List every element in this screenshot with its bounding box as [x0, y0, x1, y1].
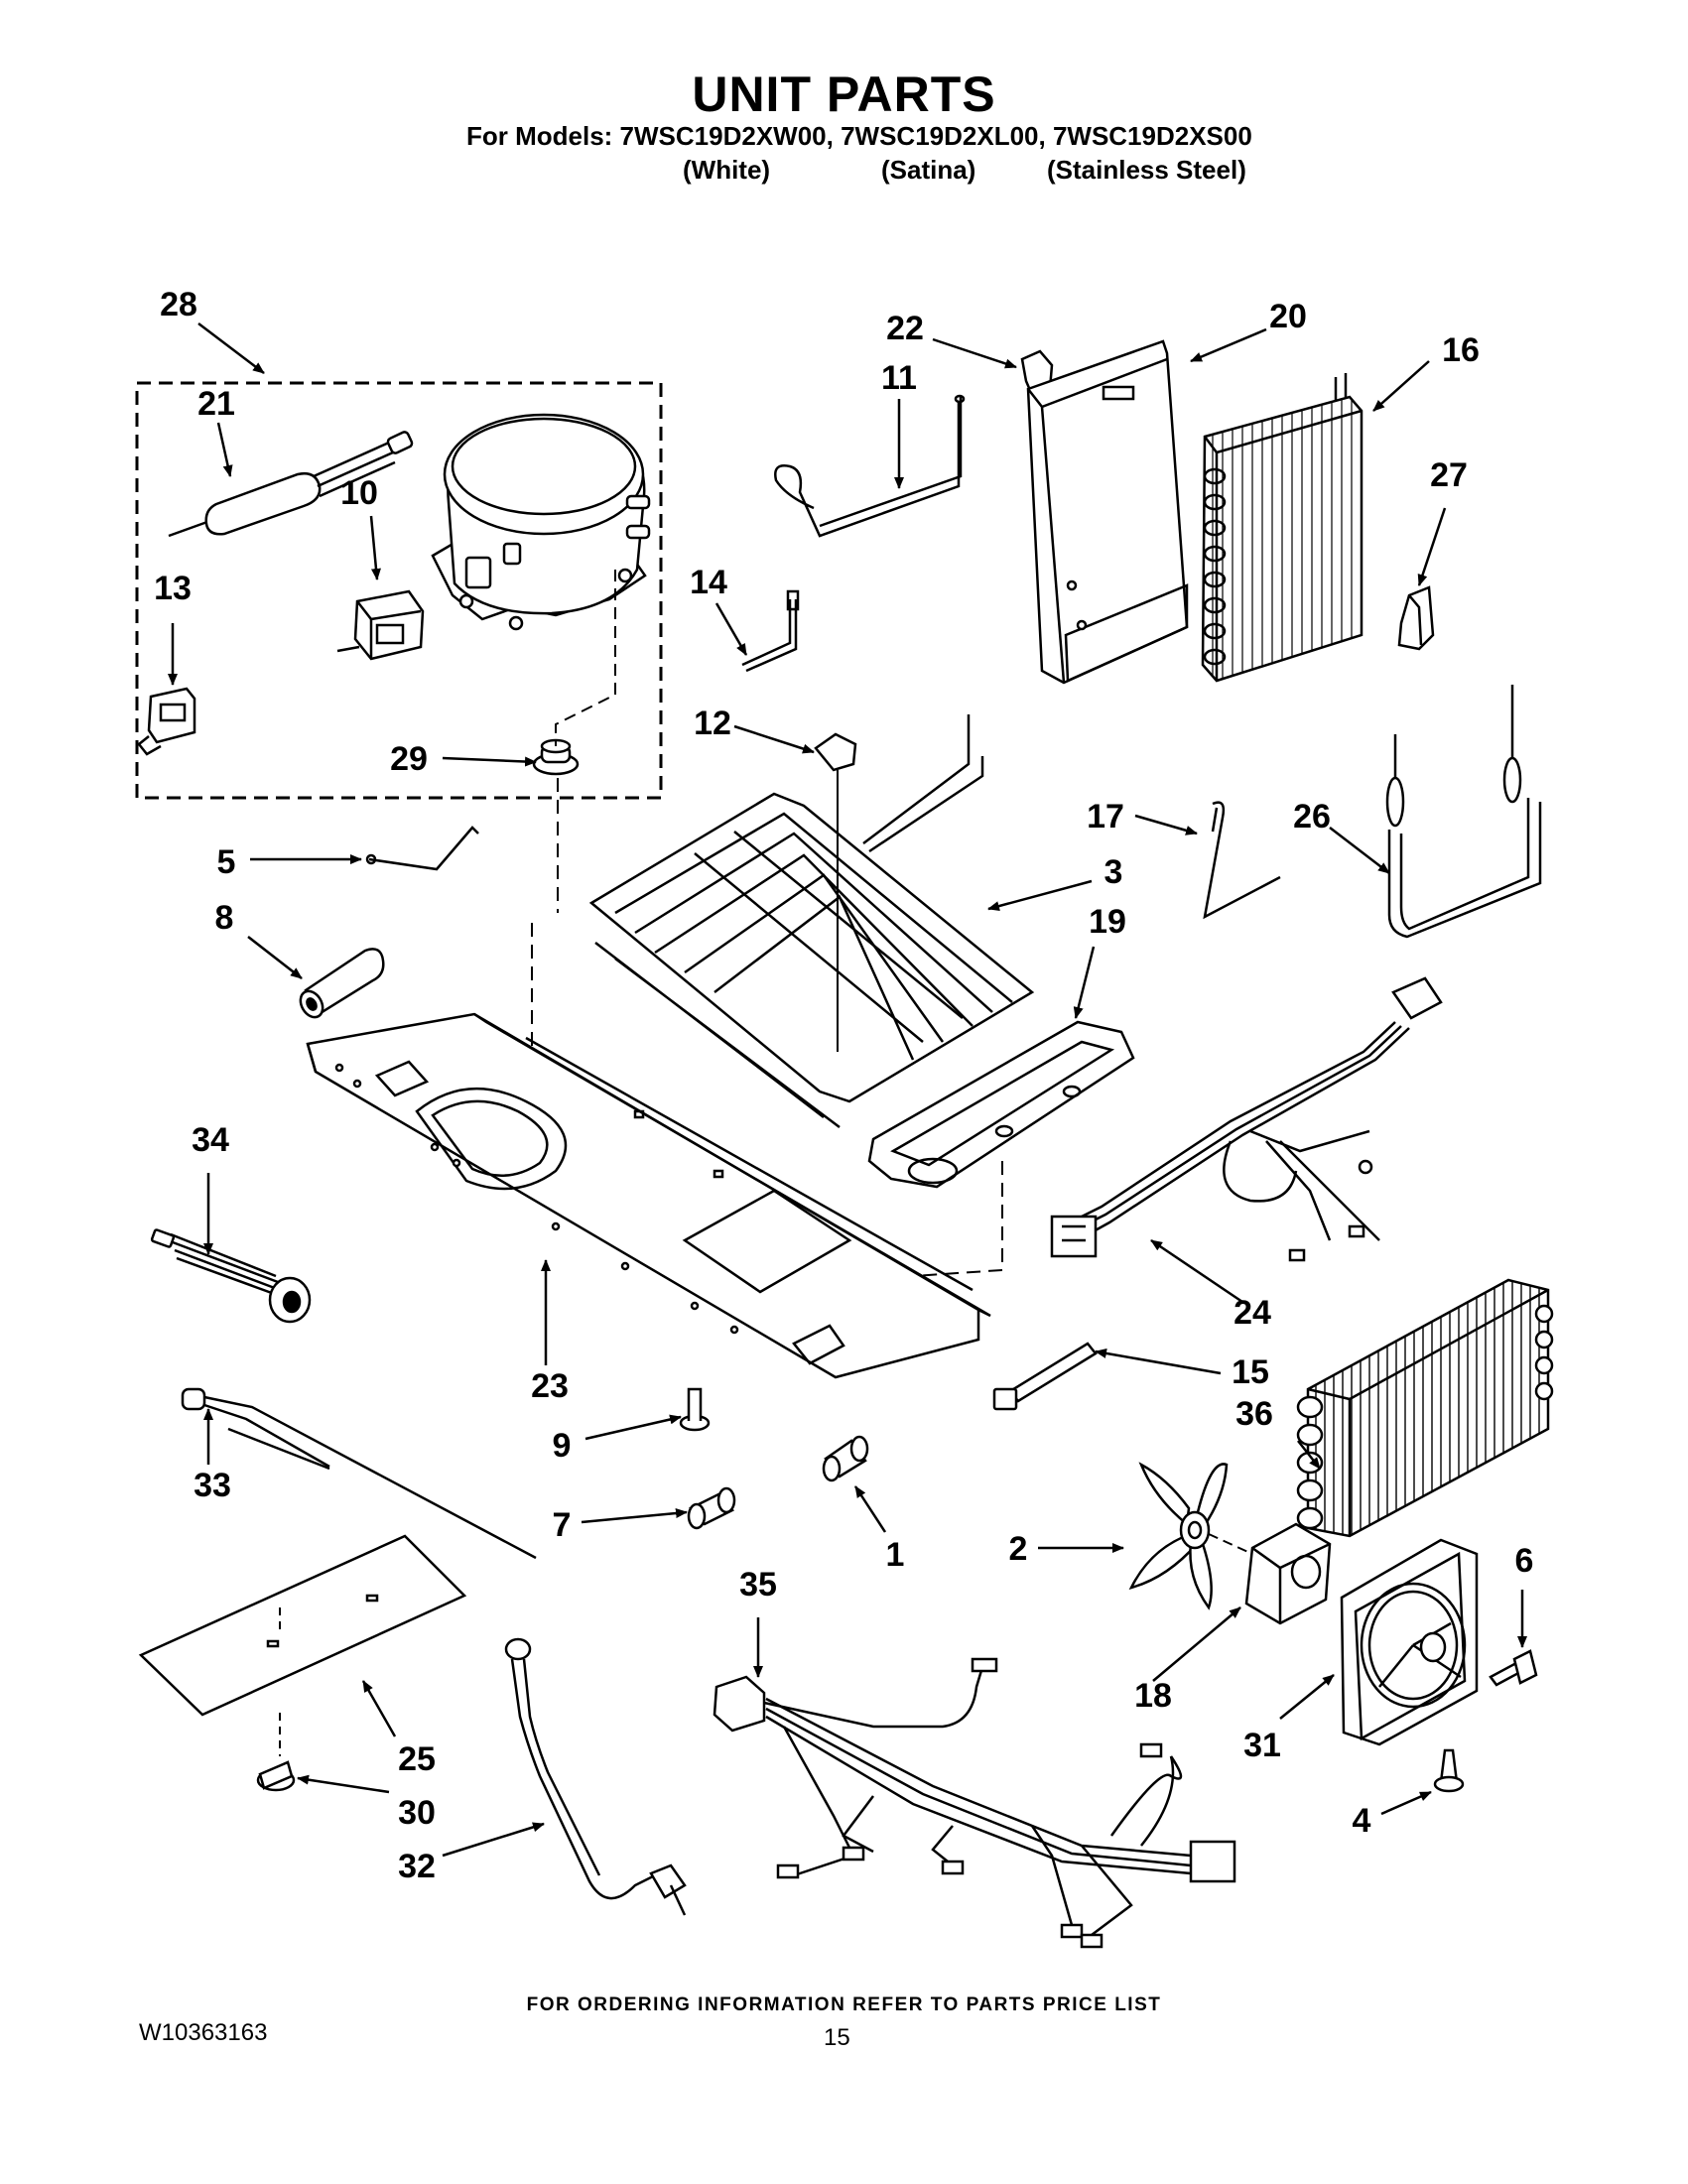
- part-3-defrost-heater: [588, 792, 1035, 1128]
- callout-2: 2: [1009, 1530, 1028, 1568]
- callout-12: 12: [694, 705, 731, 742]
- part-7-fitting: [687, 1486, 736, 1530]
- ordering-note: FOR ORDERING INFORMATION REFER TO PARTS …: [526, 1994, 1162, 2015]
- part-13-capacitor: [137, 687, 196, 756]
- page-title: UNIT PARTS: [692, 66, 996, 122]
- callout-11: 11: [881, 359, 917, 397]
- finish-white: (White): [683, 155, 771, 185]
- callout-10: 10: [340, 474, 378, 512]
- fan-shaft-leader: [1208, 1533, 1253, 1555]
- callout-23: 23: [531, 1367, 569, 1405]
- part-25-sheet: [138, 1534, 467, 1717]
- compressor-mount-leader: [555, 570, 616, 746]
- part-8-sleeve: [299, 948, 385, 1019]
- callout-31: 31: [1243, 1727, 1281, 1764]
- document-number: W10363163: [139, 2019, 268, 2046]
- part-21-drier: [168, 431, 414, 538]
- callout-33: 33: [194, 1467, 231, 1504]
- callout-1: 1: [886, 1536, 905, 1574]
- part-2-fan-blade: [1128, 1462, 1229, 1610]
- part-27-bracket: [1397, 585, 1435, 651]
- callout-9: 9: [553, 1427, 572, 1465]
- compressor-kit-box: [135, 381, 663, 800]
- part-30-foot: [256, 1760, 296, 1792]
- callout-17: 17: [1087, 798, 1124, 835]
- callout-3: 3: [1104, 853, 1123, 891]
- part-14-tube: [741, 589, 800, 673]
- callout-labels: 28 21 10 13 29 22 11 20 16 27 14 12 17 2…: [154, 286, 1533, 1885]
- callout-4: 4: [1353, 1802, 1371, 1840]
- part-1-fitting: [822, 1435, 869, 1482]
- callout-14: 14: [690, 564, 727, 601]
- callout-7: 7: [553, 1506, 572, 1544]
- part-10-relay: [336, 589, 425, 661]
- part-15-cable-tie: [992, 1342, 1098, 1411]
- finish-satina: (Satina): [881, 155, 976, 185]
- callout-25: 25: [398, 1740, 436, 1778]
- part-24-main-harness: [1050, 976, 1443, 1262]
- callout-13: 13: [154, 570, 192, 607]
- heater-lead-wire: [862, 714, 984, 853]
- part-34-harness: [150, 1228, 312, 1324]
- callout-32: 32: [398, 1848, 436, 1885]
- part-33-thermistor: [181, 1387, 537, 1560]
- callout-28: 28: [160, 286, 197, 323]
- part-36-condenser: [1296, 1278, 1554, 1538]
- callout-21: 21: [197, 385, 235, 423]
- part-20-evap-cover: [1026, 339, 1189, 685]
- callout-35: 35: [739, 1566, 777, 1604]
- part-19-drain-pan: [867, 1020, 1135, 1189]
- finish-stainless: (Stainless Steel): [1047, 155, 1246, 185]
- callout-34: 34: [192, 1121, 229, 1159]
- part-11-tube: [774, 394, 966, 538]
- models-line: For Models: 7WSC19D2XW00, 7WSC19D2XL00, …: [466, 121, 1252, 151]
- callout-27: 27: [1430, 456, 1468, 494]
- part-31-fan-shroud: [1340, 1538, 1479, 1746]
- callout-36: 36: [1235, 1395, 1273, 1433]
- part-9-screw: [679, 1387, 711, 1432]
- callout-arrows: [168, 322, 1527, 1858]
- callout-15: 15: [1232, 1353, 1269, 1391]
- callout-30: 30: [398, 1794, 436, 1832]
- part-23-base-plate: [306, 1012, 991, 1379]
- part-6-bolt: [1489, 1649, 1538, 1687]
- callout-16: 16: [1442, 331, 1480, 369]
- part-17-tube: [1203, 801, 1281, 920]
- part-32-water-tube: [504, 1637, 687, 1916]
- callout-5: 5: [217, 843, 236, 881]
- callout-26: 26: [1293, 798, 1331, 835]
- callout-22: 22: [886, 310, 924, 347]
- callout-24: 24: [1234, 1294, 1271, 1332]
- part-compressor: [431, 413, 651, 631]
- part-12-clip: [814, 732, 857, 772]
- page-number: 15: [824, 2024, 850, 2051]
- callout-19: 19: [1089, 903, 1126, 941]
- callout-18: 18: [1134, 1677, 1172, 1715]
- part-5-tube: [365, 826, 479, 871]
- part-18-fan-motor: [1244, 1522, 1332, 1625]
- callout-29: 29: [390, 740, 428, 778]
- part-4-screw: [1433, 1748, 1465, 1793]
- callout-6: 6: [1515, 1542, 1534, 1580]
- part-35-harness: [713, 1657, 1236, 1949]
- part-26-tube: [1385, 685, 1542, 939]
- callout-20: 20: [1269, 298, 1307, 335]
- callout-8: 8: [215, 899, 234, 937]
- part-16-evaporator: [1201, 373, 1363, 683]
